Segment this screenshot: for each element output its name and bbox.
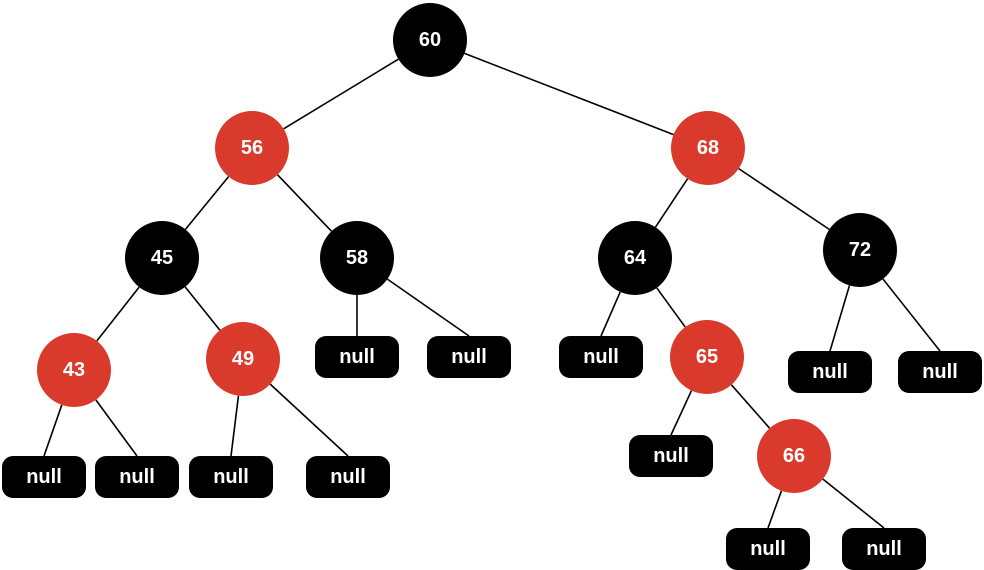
node-label: 49 xyxy=(232,348,254,370)
edge-n60-n56 xyxy=(283,58,399,130)
edge-n56-n58 xyxy=(276,174,333,232)
edge-n66-l66a xyxy=(767,490,783,529)
tree-node-49: 49 xyxy=(206,322,280,396)
null-leaf: null xyxy=(427,336,511,378)
null-leaf-box xyxy=(726,528,810,570)
tree-node-56: 56 xyxy=(215,111,289,185)
nodes-layer: 60 56 68 45 58 64 72 43 49 65 66 xyxy=(37,3,897,493)
edge-n68-n72 xyxy=(738,167,830,231)
node-circle-black xyxy=(125,221,199,295)
null-leaf-label: null xyxy=(451,346,487,368)
null-leaf: null xyxy=(315,336,399,378)
tree-node-45: 45 xyxy=(125,221,199,295)
tree-node-43: 43 xyxy=(37,333,111,407)
null-leaf: null xyxy=(898,351,982,393)
null-leaf: null xyxy=(559,336,643,378)
node-label: 65 xyxy=(696,346,718,368)
null-leaf-box xyxy=(95,456,179,498)
tree-node-65: 65 xyxy=(670,320,744,394)
node-label: 68 xyxy=(697,137,719,159)
edge-n43-l43a xyxy=(43,404,63,457)
node-label: 56 xyxy=(241,137,263,159)
edge-n64-l64a xyxy=(600,291,621,337)
null-leaf-label: null xyxy=(583,346,619,368)
tree-node-68: 68 xyxy=(671,111,745,185)
null-leaf-box xyxy=(315,336,399,378)
null-leaf: null xyxy=(95,456,179,498)
null-leaf-label: null xyxy=(750,538,786,560)
null-leaf-label: null xyxy=(653,445,689,467)
node-circle-red xyxy=(206,322,280,396)
null-leaf-box xyxy=(898,351,982,393)
edge-n45-n43 xyxy=(96,286,140,342)
null-leaf-box xyxy=(427,336,511,378)
edge-n43-l43b xyxy=(95,399,138,457)
node-label: 64 xyxy=(624,247,647,269)
edge-n65-l65a xyxy=(670,390,693,436)
null-leaf-box xyxy=(559,336,643,378)
edge-n60-n68 xyxy=(464,52,674,136)
node-label: 58 xyxy=(346,247,368,269)
node-label: 45 xyxy=(151,247,173,269)
null-leaf: null xyxy=(788,351,872,393)
null-leaf-label: null xyxy=(26,466,62,488)
null-leaf-box xyxy=(189,456,273,498)
edge-n58-l58b xyxy=(386,278,470,337)
node-circle-red xyxy=(671,111,745,185)
edge-n72-l72a xyxy=(829,285,851,352)
edge-n45-n49 xyxy=(184,286,221,331)
null-leaf-box xyxy=(306,456,390,498)
tree-node-60: 60 xyxy=(393,3,467,77)
edges-layer xyxy=(43,52,941,529)
null-leaf-label: null xyxy=(812,361,848,383)
null-leaf-label: null xyxy=(213,466,249,488)
edge-n49-l49b xyxy=(269,383,349,457)
node-circle-black xyxy=(823,213,897,287)
null-leaf-label: null xyxy=(330,466,366,488)
null-leaf: null xyxy=(306,456,390,498)
node-circle-red xyxy=(37,333,111,407)
null-leaf-box xyxy=(842,528,926,570)
null-leaf-label: null xyxy=(339,346,375,368)
tree-node-58: 58 xyxy=(320,221,394,295)
node-circle-red xyxy=(757,419,831,493)
node-label: 60 xyxy=(419,29,441,51)
null-leaf: null xyxy=(2,456,86,498)
node-circle-black xyxy=(393,3,467,77)
tree-node-66: 66 xyxy=(757,419,831,493)
edge-n65-n66 xyxy=(730,384,771,429)
null-leaf: null xyxy=(189,456,273,498)
tree-node-64: 64 xyxy=(598,221,672,295)
node-circle-red xyxy=(670,320,744,394)
edge-n49-l49a xyxy=(230,395,240,457)
edge-n72-l72b xyxy=(882,278,941,352)
null-leaf: null xyxy=(842,528,926,570)
edge-n56-n45 xyxy=(184,176,230,230)
edge-n66-l66b xyxy=(822,478,885,529)
null-leaf-label: null xyxy=(119,466,155,488)
edge-n64-n65 xyxy=(656,287,686,328)
tree-node-72: 72 xyxy=(823,213,897,287)
node-circle-red xyxy=(215,111,289,185)
node-circle-black xyxy=(320,221,394,295)
null-leaf-box xyxy=(2,456,86,498)
node-label: 66 xyxy=(783,445,805,467)
null-leaf: null xyxy=(726,528,810,570)
null-leaf-label: null xyxy=(866,538,902,560)
null-leaf-label: null xyxy=(922,361,958,383)
edge-n68-n64 xyxy=(654,178,689,228)
node-circle-black xyxy=(598,221,672,295)
null-leaf-box xyxy=(788,351,872,393)
node-label: 43 xyxy=(63,359,85,381)
null-leaf-box xyxy=(629,435,713,477)
null-leaf: null xyxy=(629,435,713,477)
node-label: 72 xyxy=(849,239,871,261)
null-leaves-layer: null null null null null null null null null null… xyxy=(2,336,982,570)
